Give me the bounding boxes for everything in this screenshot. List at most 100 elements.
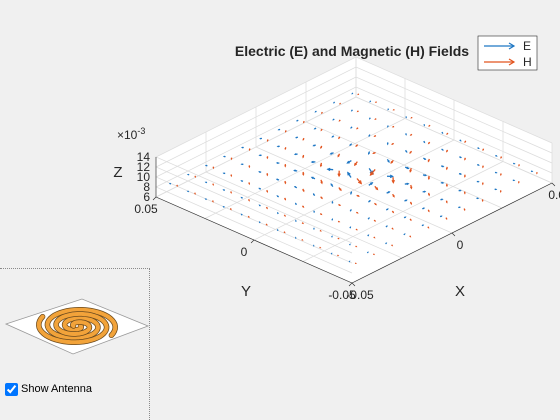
h-field-arrow (464, 157, 466, 161)
arrow-head (212, 183, 214, 187)
h-field-arrow (230, 191, 232, 194)
grid-line (155, 56, 553, 244)
h-field-arrow (518, 181, 520, 184)
legend[interactable]: EH (477, 35, 538, 71)
arrow-head (368, 135, 371, 138)
e-field-arrow (349, 143, 353, 147)
e-field-arrow (294, 136, 299, 139)
e-field-arrow (186, 173, 190, 176)
h-field-arrow (338, 203, 342, 206)
arrow-head (500, 156, 502, 160)
arrow-head (459, 156, 463, 159)
e-field-arrow (476, 197, 480, 200)
arrow-head (518, 181, 520, 184)
e-field-arrow (441, 148, 444, 151)
arrow-head (258, 154, 261, 157)
arrow-head (495, 171, 498, 174)
arrow-head (446, 133, 448, 136)
arrow-head (222, 189, 225, 191)
arrow-head (463, 192, 466, 195)
e-field-arrow (422, 190, 427, 193)
e-field-arrow (204, 164, 208, 167)
e-field-arrow (367, 199, 371, 203)
show-antenna-checkbox[interactable] (5, 382, 18, 396)
h-field-arrow (248, 165, 251, 169)
e-field-arrow (329, 152, 334, 155)
x-tick (551, 182, 556, 187)
arrow-head (240, 213, 243, 216)
arrow-head (266, 224, 268, 226)
show-antenna-label: Show Antenna (21, 383, 92, 395)
arrow-head (406, 166, 410, 170)
arrow-head (441, 181, 445, 184)
y-tick-label: -0.05 (328, 288, 356, 302)
arrow-head (445, 184, 448, 188)
arrow-head (295, 119, 298, 122)
e-field-arrow (258, 187, 262, 190)
arrow-head (266, 139, 269, 143)
arrow-head (302, 189, 305, 193)
e-field-arrow (276, 195, 280, 198)
arrow-head (338, 137, 340, 140)
h-field-arrow (356, 194, 360, 197)
e-field-arrow (314, 110, 317, 113)
arrow-head (240, 146, 244, 149)
arrow-head (320, 197, 323, 200)
arrow-head (356, 127, 358, 130)
h-field-arrow (536, 172, 538, 175)
arrow-head (320, 129, 323, 132)
e-field-arrow (293, 153, 298, 156)
arrow-head (464, 141, 466, 144)
h-field-arrow (320, 196, 323, 200)
grid-line (253, 139, 455, 241)
arrow-head (518, 164, 520, 167)
h-field-arrow (265, 206, 268, 210)
h-field-arrow (409, 133, 413, 136)
arrow-head (392, 211, 395, 214)
h-field-arrow (463, 191, 466, 195)
e-field-arrow (405, 133, 407, 136)
arrow-head (477, 197, 480, 200)
e-field-arrow (204, 198, 207, 201)
axes-3d[interactable] (152, 56, 556, 287)
show-antenna-control[interactable]: Show Antenna (5, 381, 92, 397)
arrow-head (423, 141, 426, 144)
z-axis-label: Z (113, 164, 122, 181)
z-tick-label: 14 (137, 150, 151, 164)
h-field-arrow (409, 150, 413, 154)
arrow-head (326, 167, 331, 172)
h-field-arrow (427, 175, 431, 181)
e-field-arrow (350, 126, 353, 129)
h-field-arrow (283, 231, 286, 234)
e-field-arrow (276, 145, 280, 148)
e-field-arrow (404, 199, 408, 202)
h-field-arrow (427, 209, 430, 213)
e-field-arrow (367, 234, 370, 237)
arrow-head (536, 172, 538, 175)
arrow-head (391, 126, 394, 128)
e-field-arrow (330, 183, 334, 187)
h-field-arrow (302, 154, 305, 159)
h-field-arrow (266, 139, 269, 143)
arrow-head (391, 228, 394, 230)
arrow-head (499, 190, 502, 193)
arrow-head (222, 155, 226, 158)
e-field-arrow (258, 171, 262, 173)
arrow-head (357, 194, 360, 197)
h-field-arrow (427, 226, 430, 229)
e-field-arrow (312, 193, 316, 197)
h-field-arrow (321, 111, 323, 114)
legend-entry-e[interactable]: E (484, 39, 531, 53)
h-field-arrow (284, 197, 287, 201)
arrow-head (391, 179, 395, 184)
arrow-head (347, 171, 351, 176)
arrow-head (357, 180, 363, 185)
arrow-head (424, 158, 427, 160)
arrow-head (386, 208, 389, 211)
arrow-head (313, 127, 316, 130)
grid-line (155, 76, 553, 264)
e-field-arrow (458, 173, 463, 175)
arrow-head (350, 208, 352, 211)
legend-entry-h[interactable]: H (484, 55, 532, 69)
